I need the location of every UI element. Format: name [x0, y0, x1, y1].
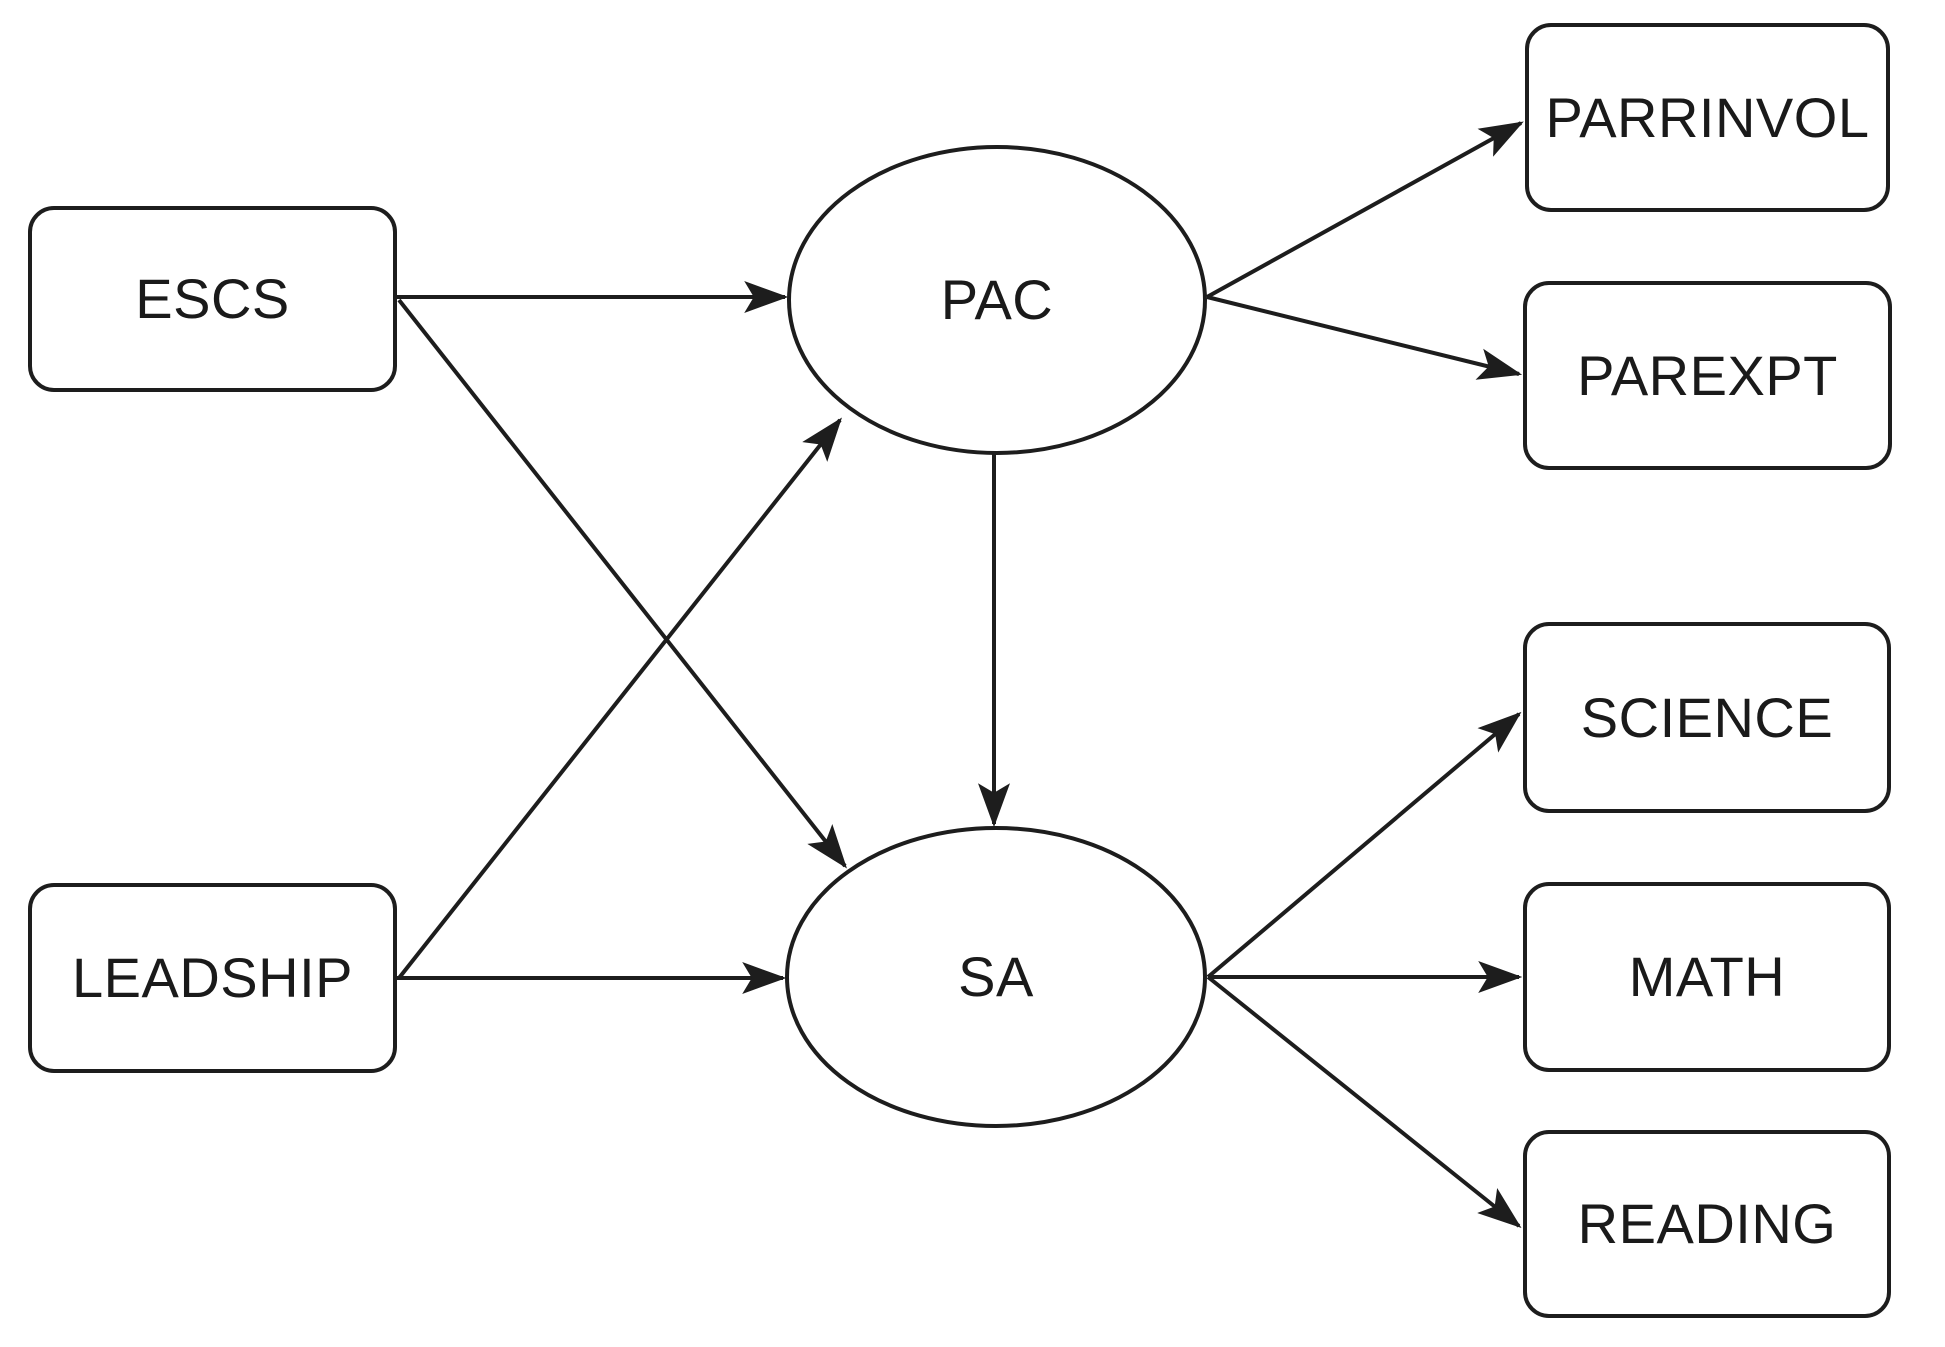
edge-leadship-to-pac — [397, 417, 842, 980]
pac-ellipse-shape — [787, 145, 1207, 455]
node-science-label: SCIENCE — [1580, 685, 1834, 749]
node-escs-label: ESCS — [135, 267, 290, 330]
node-pac-label: PAC — [940, 268, 1054, 331]
sa-ellipse-shape — [785, 826, 1207, 1128]
node-sa-label: SA — [958, 945, 1034, 1008]
node-parrinvol[interactable]: PARRINVOL — [1525, 23, 1890, 212]
edge-escs-to-sa — [397, 298, 847, 869]
node-reading[interactable]: READING — [1523, 1130, 1891, 1318]
edge-pac-to-parrinvol — [1206, 121, 1524, 299]
edge-pac-to-parexpt — [1206, 295, 1523, 380]
node-math-label: MATH — [1628, 945, 1786, 1008]
node-leadship-label: LEADSHIP — [72, 946, 353, 1009]
node-leadship[interactable]: LEADSHIP — [28, 883, 397, 1073]
edge-sa-to-science — [1206, 711, 1522, 979]
node-parrinvol-label: PARRINVOL — [1545, 85, 1870, 149]
node-math[interactable]: MATH — [1523, 882, 1891, 1072]
node-escs[interactable]: ESCS — [28, 206, 397, 392]
node-parexpt-label: PAREXPT — [1577, 343, 1838, 407]
node-reading-label: READING — [1577, 1192, 1837, 1255]
node-pac[interactable]: PAC — [787, 145, 1207, 455]
edge-sa-to-reading — [1206, 975, 1522, 1229]
node-parexpt[interactable]: PAREXPT — [1523, 281, 1892, 470]
node-science[interactable]: SCIENCE — [1523, 622, 1891, 813]
node-sa[interactable]: SA — [785, 826, 1207, 1128]
